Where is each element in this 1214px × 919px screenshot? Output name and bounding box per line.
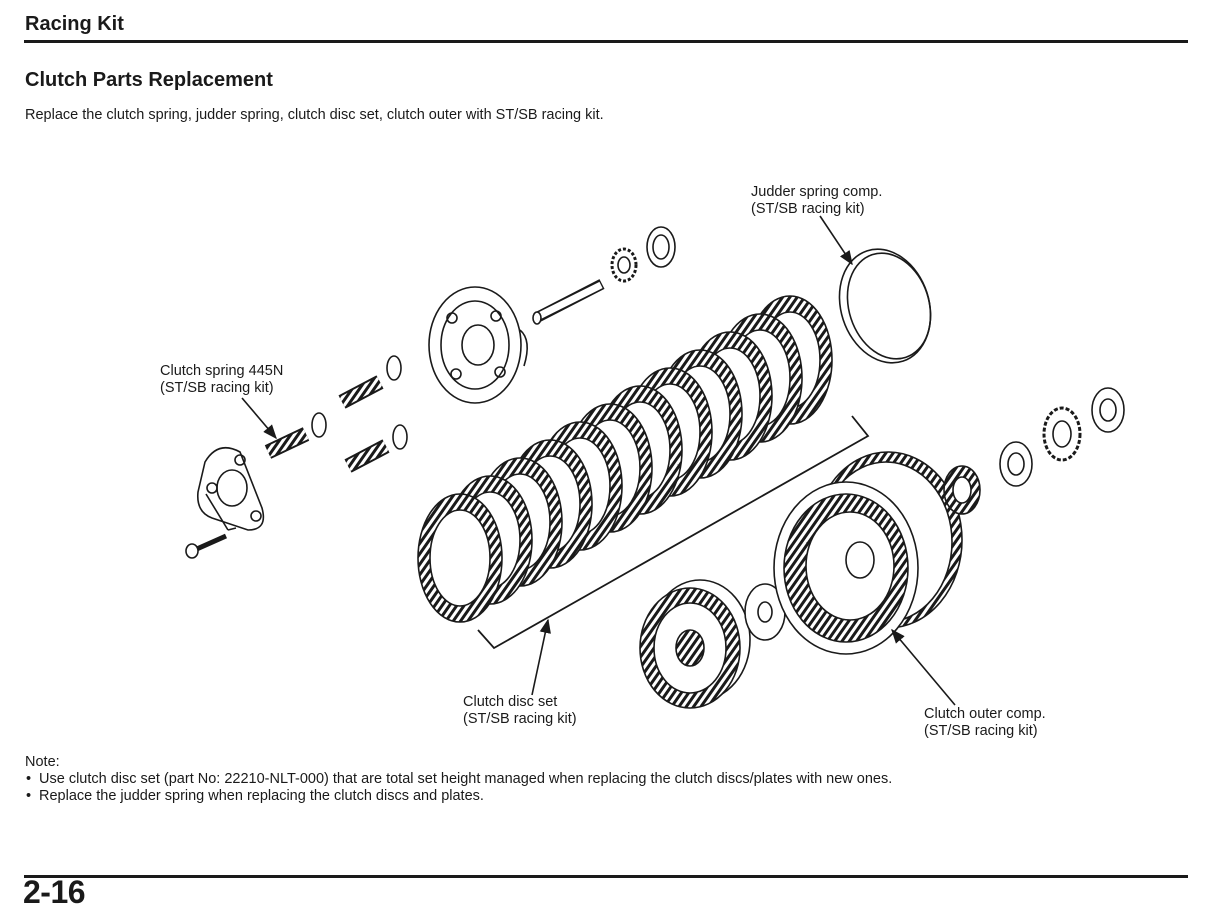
spacer: [1091, 387, 1125, 433]
needle-bearing: [943, 465, 981, 515]
washer-small-1: [311, 412, 327, 438]
lifter-plate: [196, 446, 265, 531]
washer-top: [646, 226, 676, 268]
clutch-spring-lower: [344, 439, 390, 473]
callout-clutch-spring: Clutch spring 445N (ST/SB racing kit): [160, 363, 283, 397]
washer-small-3: [392, 424, 408, 450]
judder-spring-ring: [838, 248, 932, 364]
callout-clutch-spring-line1: Clutch spring 445N: [160, 363, 284, 379]
page-header-title: Racing Kit: [25, 13, 124, 35]
leader-disc-set: [531, 618, 551, 696]
lock-nut: [610, 247, 638, 283]
note-item: Replace the judder spring when replacing…: [25, 788, 892, 805]
callout-judder-spring-line2: (ST/SB racing kit): [751, 201, 865, 217]
section-title: Clutch Parts Replacement: [25, 69, 273, 91]
callout-clutch-disc-set: Clutch disc set (ST/SB racing kit): [463, 694, 577, 728]
washer-small-2: [386, 355, 402, 381]
page-number: 2-16: [23, 874, 86, 910]
callout-judder-spring: Judder spring comp. (ST/SB racing kit): [751, 184, 882, 218]
note-item: Use clutch disc set (part No: 22210-NLT-…: [25, 771, 892, 788]
note-list: Use clutch disc set (part No: 22210-NLT-…: [25, 771, 892, 805]
callout-clutch-outer-line2: (ST/SB racing kit): [924, 723, 1038, 739]
lifter-rod: [532, 279, 605, 325]
leader-judder-spring: [819, 215, 853, 266]
header-rule: [24, 40, 1188, 43]
callout-clutch-outer-line1: Clutch outer comp.: [924, 706, 1046, 722]
leader-clutch-spring: [241, 397, 277, 440]
clutch-spring-front: [264, 427, 310, 459]
pressure-plate: [428, 286, 528, 404]
clutch-center: [639, 579, 751, 709]
clutch-disc-stack: [417, 295, 833, 623]
drive-sprocket: [1042, 406, 1082, 462]
callout-clutch-spring-line2: (ST/SB racing kit): [160, 380, 274, 396]
clutch-spring-upper: [338, 375, 384, 409]
callout-judder-spring-line1: Judder spring comp.: [751, 184, 883, 200]
callout-clutch-disc-set-line1: Clutch disc set: [463, 694, 558, 710]
collar: [999, 441, 1033, 487]
leader-clutch-outer: [891, 628, 956, 706]
bolt: [185, 533, 228, 559]
note-label: Note:: [25, 754, 60, 770]
footer-rule: [24, 875, 1188, 878]
callout-clutch-disc-set-line2: (ST/SB racing kit): [463, 711, 577, 727]
disc-set-bracket: [477, 415, 870, 650]
section-intro: Replace the clutch spring, judder spring…: [25, 107, 604, 123]
note-block: Note: Use clutch disc set (part No: 2221…: [25, 754, 892, 805]
thrust-washer: [744, 583, 786, 641]
callout-clutch-outer: Clutch outer comp. (ST/SB racing kit): [924, 706, 1046, 740]
clutch-outer: [773, 451, 963, 655]
